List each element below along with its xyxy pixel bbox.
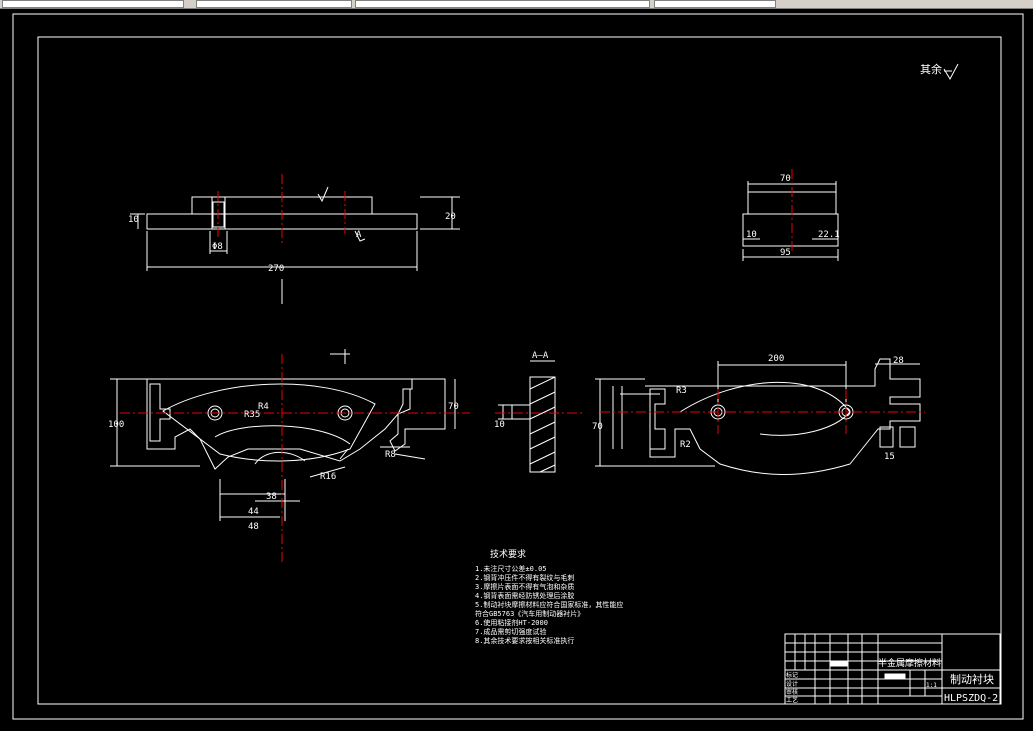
right-view	[595, 358, 921, 475]
cad-drawing: 其余 270 20 10 Φ8 A 70 95 10 22.1 100 70 R…	[12, 13, 1024, 720]
center-lines	[120, 169, 925, 564]
plan-view	[110, 349, 456, 521]
outer-border	[12, 13, 1024, 720]
side-view	[742, 181, 839, 261]
dim-right-side: 15	[884, 452, 895, 462]
dim-right-r: R3	[676, 386, 687, 396]
title-material: 半金属摩擦材料	[878, 657, 941, 669]
dim-plan-r1: R35	[244, 410, 260, 420]
dim-plan-height: 100	[108, 420, 124, 430]
front-view	[130, 186, 460, 304]
dim-side-total: 95	[780, 248, 791, 258]
tech-note-3: 3.摩擦片表面不得有气泡和杂质	[475, 582, 574, 591]
dim-plan-r2: R4	[258, 402, 269, 412]
dim-plan-w2: 48	[248, 522, 259, 532]
dim-front-total: 270	[268, 264, 284, 274]
dim-plan-height2: 70	[448, 402, 459, 412]
dim-side-width: 70	[780, 174, 791, 184]
dim-front-height: 20	[445, 212, 456, 222]
tech-note-1: 1.未注尺寸公差±0.05	[475, 564, 547, 573]
title-part: 制动衬块	[950, 673, 994, 686]
dim-side-a: 10	[746, 230, 757, 240]
dim-front-hole: Φ8	[212, 242, 223, 252]
dim-plan-r3: R16	[320, 472, 336, 482]
toolbar-combo-4[interactable]	[654, 0, 776, 8]
dim-plan-r4: R8	[385, 450, 396, 460]
dim-plan-w1: 44	[248, 507, 259, 517]
drawing-number: HLPSZDQ-2	[944, 693, 998, 704]
tech-note-5: 5.制动衬块摩擦材料应符合国家标准，其性能应	[475, 600, 623, 609]
tb-label-2: 设计	[786, 680, 798, 688]
section-label: A—A	[532, 351, 549, 361]
dim-right-g: 28	[893, 356, 904, 366]
inner-border	[37, 36, 1002, 705]
dim-right-r2: R2	[680, 440, 691, 450]
toolbar-combo-3[interactable]	[355, 0, 650, 8]
section-view	[498, 360, 556, 473]
scale-value: 1:1	[926, 682, 937, 689]
tech-note-6: 符合GB5763《汽车用制动器衬片》	[475, 609, 584, 618]
title-block	[784, 633, 1001, 705]
tb-label-3: 审核	[786, 688, 798, 696]
dim-section: 10	[494, 420, 505, 430]
tech-note-7: 6.使用粘接剂HT-2000	[475, 618, 548, 627]
roughness-symbol	[943, 63, 959, 81]
dim-right-width: 200	[768, 354, 784, 364]
tb-label-4: 工艺	[786, 696, 798, 704]
section-marker: A	[356, 230, 362, 240]
dim-right-height: 70	[592, 422, 603, 432]
dim-side-b: 22.1	[818, 230, 840, 240]
drawing-canvas[interactable]: 其余 270 20 10 Φ8 A 70 95 10 22.1 100 70 R…	[0, 9, 1033, 727]
tech-note-8: 7.成品需剪切强度试验	[475, 627, 546, 636]
tech-note-2: 2.钢背冲压件不得有裂纹与毛刺	[475, 573, 574, 582]
dim-plan-w3: 38	[266, 492, 277, 502]
tech-note-4: 4.钢背表面需经防锈处理后涂胶	[475, 591, 574, 600]
toolbar	[0, 0, 1033, 9]
tech-note-9: 8.其余技术要求按相关标准执行	[475, 636, 574, 645]
tb-label-1: 标记	[786, 671, 798, 679]
tech-title: 技术要求	[490, 548, 526, 560]
dim-front-thick: 10	[128, 215, 139, 225]
roughness-note: 其余	[920, 62, 942, 76]
toolbar-combo-1[interactable]	[2, 0, 184, 8]
toolbar-combo-2[interactable]	[196, 0, 352, 8]
